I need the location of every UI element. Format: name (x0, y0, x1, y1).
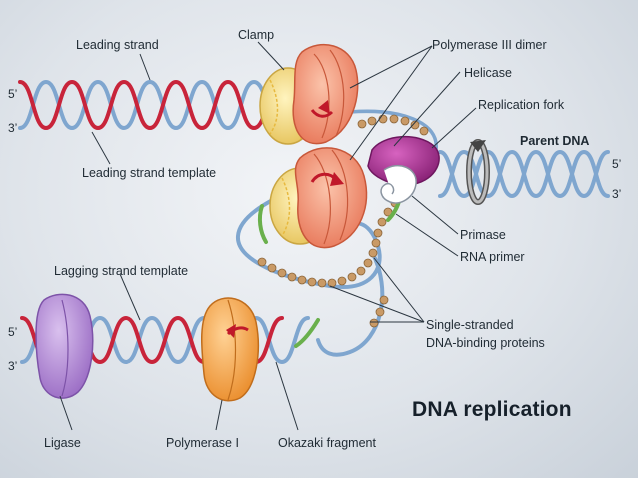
label-okazaki-fragment: Okazaki fragment (278, 436, 376, 450)
end-bottom-left-5: 5’ (8, 325, 18, 339)
label-leading-strand: Leading strand (76, 38, 159, 52)
ssb-beads (257, 114, 429, 328)
parent-dna-helix (438, 149, 610, 199)
end-right-5: 5’ (612, 157, 622, 171)
label-polymerase-i: Polymerase I (166, 436, 239, 450)
end-right-3: 3’ (612, 187, 622, 201)
polymerase-iii-bottom (294, 147, 368, 249)
leader-lines (59, 41, 477, 431)
label-polymerase-iii-dimer: Polymerase III dimer (432, 38, 547, 52)
rotation-arrow-icon (466, 139, 490, 205)
okazaki-primer-segment (294, 318, 320, 348)
diagram-title: DNA replication (412, 398, 572, 421)
ligase (35, 293, 94, 399)
label-lagging-strand-template: Lagging strand template (54, 264, 189, 278)
label-ligase: Ligase (44, 436, 81, 450)
end-top-left-3: 3’ (8, 121, 18, 135)
top-helix (18, 79, 282, 131)
end-top-left-5: 5’ (8, 87, 18, 101)
label-single-stranded-line1: Single-stranded (426, 318, 514, 332)
label-clamp: Clamp (238, 28, 275, 42)
label-parent-dna: Parent DNA (520, 134, 590, 148)
label-leading-strand-template: Leading strand template (82, 166, 217, 180)
top-helix-blue-strand (18, 79, 282, 131)
label-single-stranded-line2: DNA-binding proteins (426, 336, 545, 350)
label-primase: Primase (460, 228, 506, 242)
label-replication-fork: Replication fork (478, 98, 565, 112)
end-bottom-left-3: 3’ (8, 359, 18, 373)
top-helix-red-strand (18, 79, 282, 131)
polymerase-i (200, 297, 259, 402)
label-helicase: Helicase (464, 66, 512, 80)
polymerase-iii-top (292, 43, 359, 145)
primase (380, 164, 417, 204)
label-rna-primer: RNA primer (460, 250, 525, 264)
